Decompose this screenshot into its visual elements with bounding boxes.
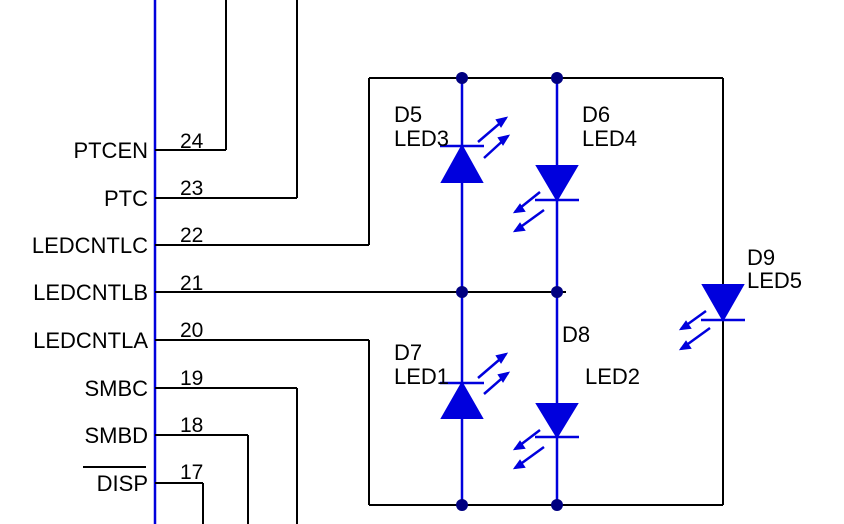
led-designator: D8 — [562, 322, 590, 347]
led-d6 — [512, 165, 579, 233]
led-value: LED1 — [394, 364, 449, 389]
pin-numbers: 24 23 22 21 20 19 18 17 — [180, 130, 204, 484]
led-designator: D6 — [582, 102, 610, 127]
led-value: LED2 — [585, 364, 640, 389]
led-d8 — [512, 403, 579, 470]
pin-number-label: 23 — [180, 177, 203, 200]
pin-name-label: LEDCNTLB — [33, 280, 148, 305]
junctions — [456, 72, 563, 511]
pin-number-label: 21 — [180, 272, 203, 295]
pin-number-label: 19 — [180, 367, 203, 390]
led-labels: D5 LED3 D6 LED4 D7 LED1 D8 LED2 D9 LED5 — [394, 102, 802, 389]
junction-dot — [551, 72, 563, 84]
led-designator: D7 — [394, 340, 422, 365]
pin-name-label: SMBC — [84, 376, 148, 401]
pin-leads — [155, 149, 566, 484]
led-d5 — [440, 116, 511, 183]
pin-number-label: 17 — [180, 461, 203, 484]
led-value: LED4 — [582, 126, 637, 151]
pin-name-label: LEDCNTLA — [33, 328, 148, 353]
junction-dot — [456, 72, 468, 84]
junction-dot — [456, 499, 468, 511]
junction-dot — [551, 499, 563, 511]
led-designator: D9 — [747, 245, 775, 270]
led-value: LED3 — [394, 126, 449, 151]
junction-dot — [456, 286, 468, 298]
pin-name-label: PTCEN — [73, 138, 148, 163]
pin-name-label: SMBD — [84, 423, 148, 448]
pin-name-label: PTC — [104, 186, 148, 211]
pin-name-label: LEDCNTLC — [32, 233, 148, 258]
pin-names: PTCEN PTC LEDCNTLC LEDCNTLB LEDCNTLA SMB… — [32, 138, 148, 496]
pin-number-label: 20 — [180, 319, 203, 342]
led-designator: D5 — [394, 102, 422, 127]
pin-number-label: 22 — [180, 224, 203, 247]
pin-number-label: 24 — [180, 130, 204, 153]
led-d9 — [678, 284, 745, 351]
junction-dot — [551, 286, 563, 298]
led-value: LED5 — [747, 268, 802, 293]
pin-name-label: DISP — [97, 471, 148, 496]
led-d7 — [440, 352, 511, 419]
pin-number-label: 18 — [180, 414, 203, 437]
